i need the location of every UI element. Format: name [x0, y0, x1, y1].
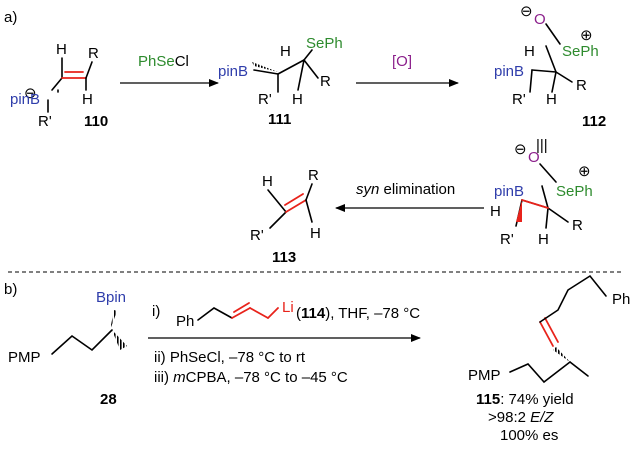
- reagent-oxidant: [O]: [392, 53, 412, 70]
- red-wedge-bond: [516, 200, 522, 222]
- r-prime-112: R': [512, 91, 526, 108]
- chain-114: [197, 307, 233, 321]
- alkene-114: [231, 307, 251, 319]
- compound-number-111: 111: [268, 111, 291, 128]
- red-cc-bond: [521, 199, 549, 209]
- enantiospecificity: 100% es: [500, 427, 558, 444]
- methyl-115: [569, 361, 589, 377]
- atom-h-113: H: [262, 173, 273, 190]
- seph-112: SePh: [562, 43, 599, 60]
- charge-minus-110: ⊖: [24, 85, 37, 102]
- plus-charge-conformer: ⊕: [578, 163, 591, 180]
- reagent-phse: PhSe: [138, 53, 175, 70]
- compound-111: pinB H SePh R' H R 111: [218, 35, 343, 128]
- part-b-label: b): [4, 281, 17, 298]
- pinb-110: pinB: [10, 91, 40, 108]
- compound-number-114: 114: [301, 305, 326, 322]
- oxygen-conformer: O: [528, 149, 540, 166]
- bond-b-c1: [51, 77, 63, 91]
- atom-r-111: R: [320, 73, 331, 90]
- equivalence-sign: |||: [536, 137, 548, 154]
- hash-bond-methyl-28: [112, 330, 127, 350]
- compound-112: pinB H O ⊖ ⊕ SePh R' H R 112: [494, 3, 606, 130]
- alkene-bond-113: [285, 199, 307, 213]
- syn-elimination-label: syn elimination: [356, 181, 455, 198]
- atom-h-110: H: [56, 41, 67, 58]
- atom-h2-113: H: [310, 225, 321, 242]
- compound-number-112: 112: [582, 113, 606, 130]
- step3-conditions: iii) mCPBA, –78 °C to –45 °C: [154, 369, 348, 386]
- atom-r-110: R: [88, 45, 99, 62]
- r-prime-113: R': [250, 227, 264, 244]
- compound-number-28: 28: [100, 391, 117, 408]
- oxygen-112: O: [534, 11, 546, 28]
- step1-prefix: i): [152, 303, 160, 320]
- alkene-115: [539, 321, 554, 347]
- compound-number-115: 115: [476, 391, 500, 408]
- ez-ratio: >98:2 E/Z: [488, 409, 554, 426]
- atom-h2-111: H: [292, 91, 303, 108]
- syn-conformer: pinB H O ⊖ ⊕ SePh R' H R: [490, 141, 593, 248]
- plus-charge-112: ⊕: [580, 27, 593, 44]
- bond-c2-r: [85, 61, 93, 79]
- atom-h2-110: H: [82, 91, 93, 108]
- ph-114: Ph: [176, 313, 194, 330]
- compound-110: H R H ⊖ pinB R' 110: [10, 41, 108, 130]
- pinb-112: pinB: [494, 63, 524, 80]
- pinb-conformer: pinB: [494, 183, 524, 200]
- compound-115: Ph PMP 115: 74% yield >98:2 E/Z 100% es: [468, 274, 630, 444]
- chain-top-115: [539, 274, 607, 323]
- atom-r-conformer: R: [572, 217, 583, 234]
- minus-charge-conformer: ⊖: [514, 141, 527, 158]
- r-prime-111: R': [258, 91, 272, 108]
- yield-line: 115: 74% yield: [476, 391, 574, 408]
- atom-h-112: H: [524, 43, 535, 60]
- r-prime-conformer: R': [500, 231, 514, 248]
- elimination-word: elimination: [379, 181, 455, 198]
- step2-conditions: ii) PhSeCl, –78 °C to rt: [154, 349, 306, 366]
- syn-word: syn: [356, 181, 379, 198]
- pmp-115: PMP: [468, 367, 501, 384]
- bpin-28: Bpin: [96, 289, 126, 306]
- atom-r-112: R: [576, 77, 587, 94]
- ph-115: Ph: [612, 291, 630, 308]
- bond-o-se-112: [545, 23, 561, 45]
- reagent-cl: Cl: [175, 53, 189, 70]
- atom-h2-112: H: [546, 91, 557, 108]
- reagent-114: i) Ph Li (114), THF, –78 °C: [152, 299, 420, 330]
- step1-conditions: (114), THF, –78 °C: [296, 305, 420, 322]
- chain-28: [51, 329, 113, 355]
- pinb-111: pinB: [218, 63, 248, 80]
- c-c-bond-111: [277, 59, 305, 75]
- minus-charge-112: ⊖: [520, 3, 533, 20]
- compound-28: Bpin PMP 28: [8, 289, 127, 408]
- hash-bond-111: [252, 62, 278, 72]
- seph-conformer: SePh: [556, 183, 593, 200]
- reagent-phsecl: PhSeCl: [138, 53, 189, 70]
- compound-113: H R R' H 113: [250, 167, 321, 266]
- atom-h-conformer: H: [490, 203, 501, 220]
- atom-r-113: R: [308, 167, 319, 184]
- part-a-label: a): [4, 9, 17, 26]
- pmp-28: PMP: [8, 349, 41, 366]
- compound-number-113: 113: [272, 249, 296, 266]
- hash-bond-115: [553, 347, 570, 362]
- chain-115: [509, 361, 571, 384]
- r-prime-110: R': [38, 113, 52, 130]
- atom-h-111: H: [280, 43, 291, 60]
- seph-111: SePh: [306, 35, 343, 52]
- atom-h2-conformer: H: [538, 231, 549, 248]
- lithium-114: Li: [282, 299, 294, 316]
- hash-bond-boron-28: [110, 310, 117, 330]
- compound-number-110: 110: [84, 113, 108, 130]
